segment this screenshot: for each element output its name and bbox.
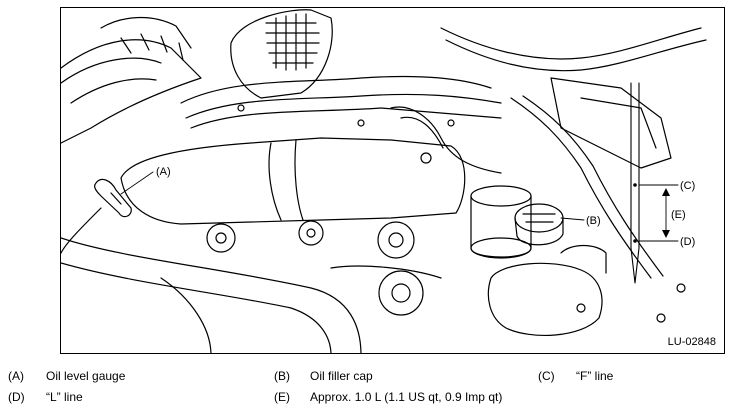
legend-text-e: Approx. 1.0 L (1.1 US qt, 0.9 Imp qt)	[310, 390, 503, 404]
engine-line-drawing	[61, 9, 707, 353]
callout-c: (C)	[680, 180, 696, 192]
callout-b: (B)	[586, 215, 601, 227]
legend-code-e: (E)	[274, 390, 290, 404]
legend-code-d: (D)	[8, 390, 25, 404]
legend-code-b: (B)	[274, 369, 290, 383]
legend-code-c: (C)	[538, 369, 555, 383]
callout-e: (E)	[671, 209, 686, 221]
legend-text-d: “L” line	[46, 390, 83, 404]
legend-text-a: Oil level gauge	[46, 369, 126, 383]
callout-a: (A)	[156, 166, 171, 178]
legend-code-a: (A)	[8, 369, 24, 383]
legend-text-c: “F” line	[576, 369, 614, 383]
engine-illustration-frame: (A) (B) (C) (E) (D) LU-02848	[60, 7, 725, 354]
callout-d: (D)	[680, 236, 696, 248]
figure-id: LU-02848	[667, 336, 716, 348]
legend-text-b: Oil filler cap	[310, 369, 373, 383]
